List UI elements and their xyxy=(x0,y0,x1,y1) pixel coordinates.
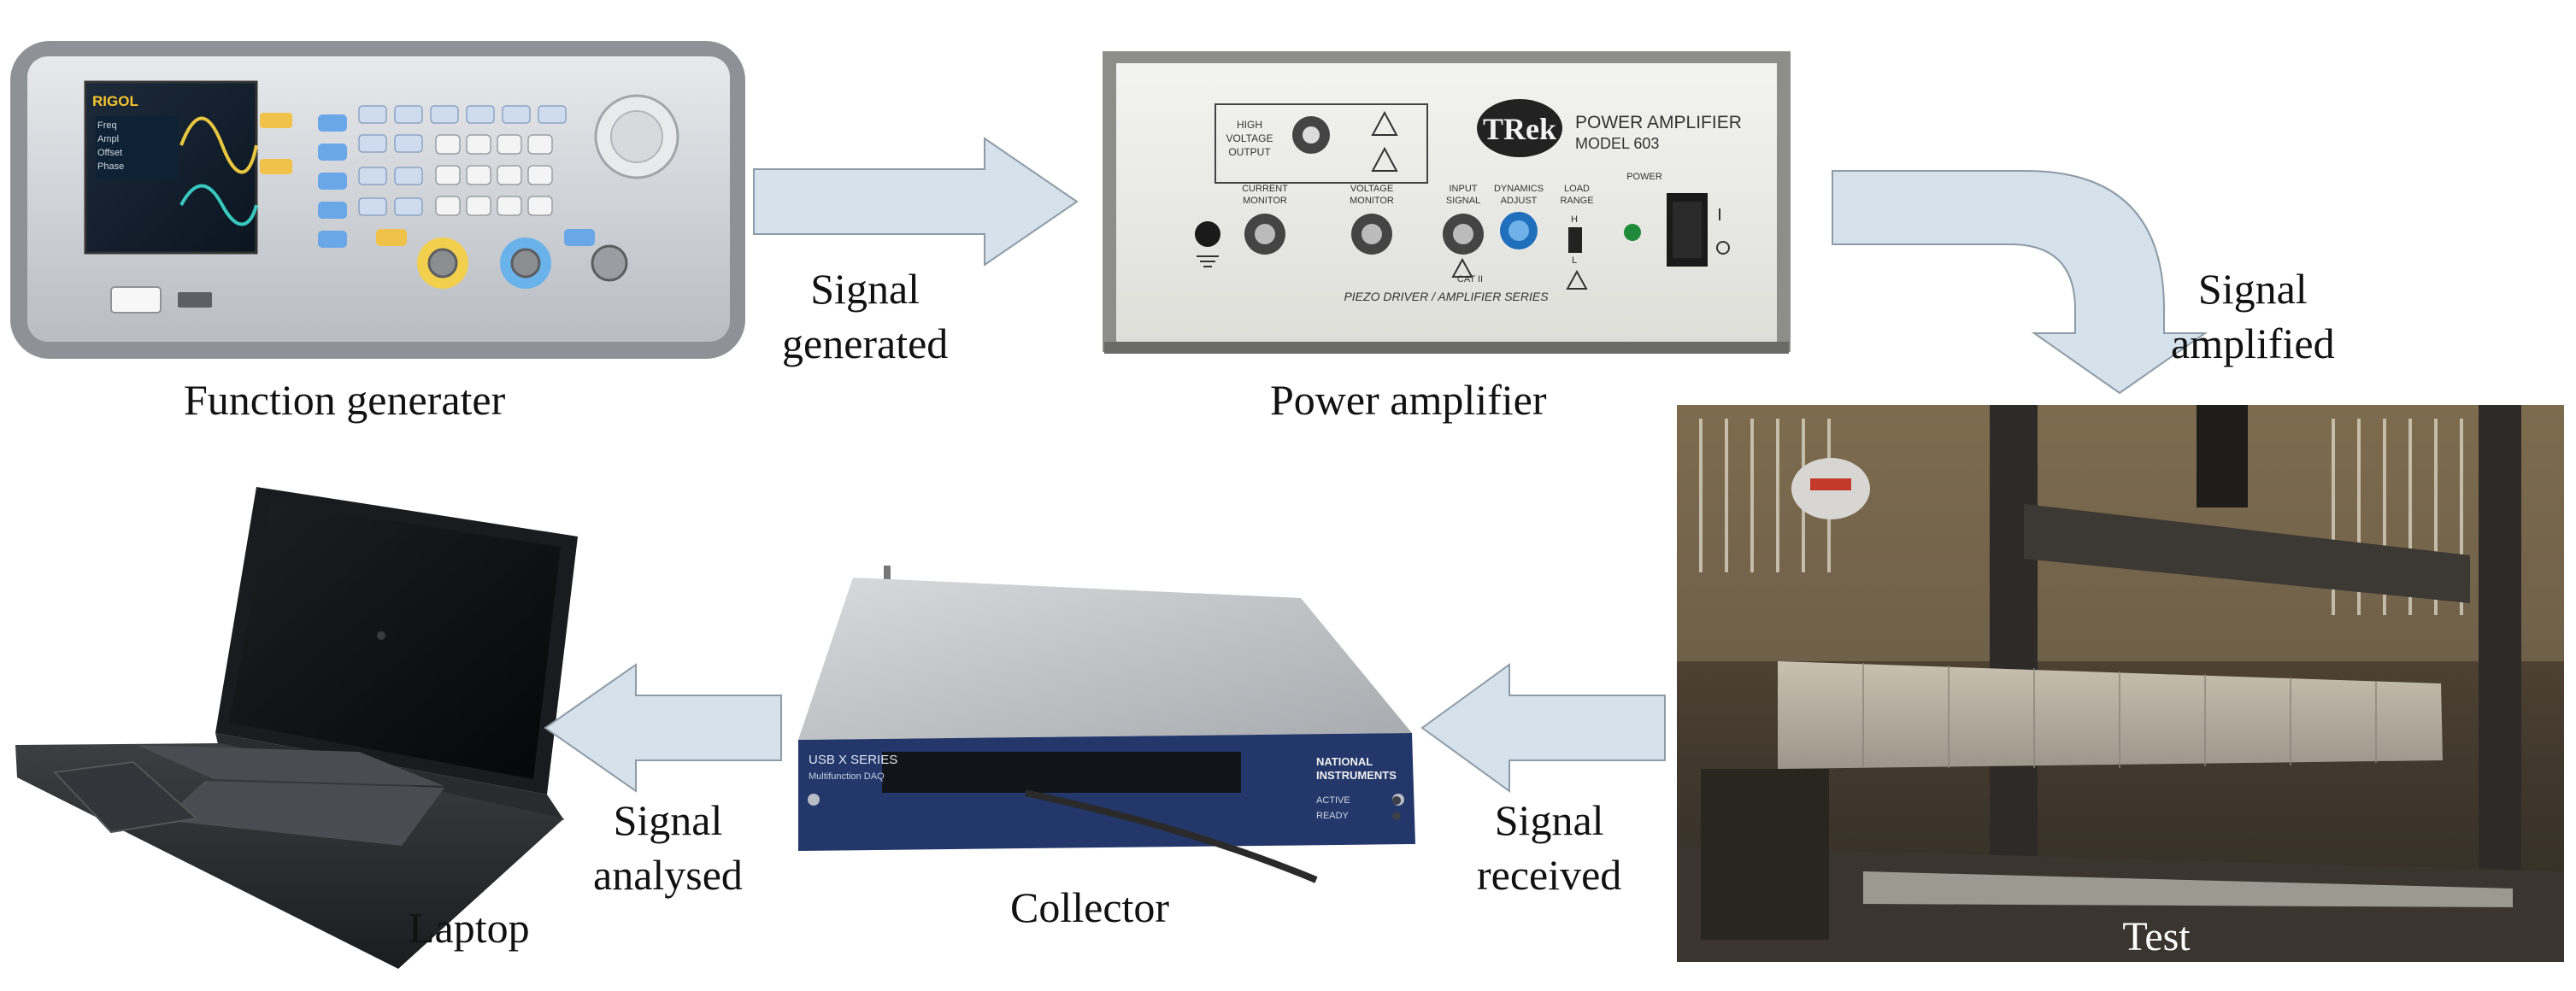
pa-input-line1: INPUT xyxy=(1450,184,1478,194)
daq-sub: Multifunction DAQ xyxy=(809,771,885,782)
pa-load-line1: LOAD xyxy=(1564,184,1590,194)
arrow-amplified xyxy=(1832,170,2208,395)
pa-load-line2: RANGE xyxy=(1560,196,1593,206)
daq-brand-line2: INSTRUMENTS xyxy=(1316,769,1397,782)
signal-generated-line2: generated xyxy=(782,320,949,367)
pa-hv-line3: OUTPUT xyxy=(1228,146,1271,158)
signal-amplified-line1: Signal xyxy=(2197,265,2308,313)
function-generator-label: Function generater xyxy=(184,376,506,424)
fg-row-offset: Offset xyxy=(97,148,122,158)
laptop-device xyxy=(15,487,578,969)
collector-device: USB X SERIES Multifunction DAQ NATIONAL … xyxy=(798,566,1415,883)
pa-current-line1: CURRENT xyxy=(1242,184,1288,194)
signal-received-line2: received xyxy=(1477,851,1622,899)
daq-active: ACTIVE xyxy=(1316,795,1350,806)
pa-dyn-line2: ADJUST xyxy=(1501,196,1538,206)
pa-voltage-line2: MONITOR xyxy=(1350,196,1394,206)
function-generator-device: RIGOL Freq Ampl Offset Phase xyxy=(10,41,745,359)
test-label: Test xyxy=(2122,914,2191,959)
fg-row-phase: Phase xyxy=(97,161,124,172)
power-amplifier-device: HIGH VOLTAGE OUTPUT TRek POWER AMPLIFIER… xyxy=(1103,51,1791,354)
laptop-label: Laptop xyxy=(409,904,530,952)
pa-current-line2: MONITOR xyxy=(1243,196,1287,206)
signal-amplified-label: Signal amplified xyxy=(2171,261,2335,371)
arrow-received xyxy=(1420,663,1666,793)
signal-analysed-line2: analysed xyxy=(593,851,743,899)
daq-series: USB X SERIES xyxy=(809,753,897,767)
signal-amplified-line2: amplified xyxy=(2171,320,2335,367)
signal-received-label: Signal received xyxy=(1477,793,1621,902)
power-amplifier-label: Power amplifier xyxy=(1270,376,1547,424)
arrow-generated xyxy=(753,137,1079,267)
signal-generated-label: Signal generated xyxy=(782,261,948,371)
pa-series: PIEZO DRIVER / AMPLIFIER SERIES xyxy=(1344,290,1549,303)
collector-label: Collector xyxy=(1010,883,1170,931)
pa-power-label: POWER xyxy=(1626,172,1662,182)
daq-ready: READY xyxy=(1316,811,1350,821)
fg-row-ampl: Ampl xyxy=(97,134,119,144)
test-photo: Test xyxy=(1677,405,2564,962)
pa-title-line2: MODEL 603 xyxy=(1575,135,1659,152)
pa-voltage-line1: VOLTAGE xyxy=(1350,184,1393,194)
pa-logo: TRek xyxy=(1483,112,1556,146)
fg-row-freq: Freq xyxy=(97,120,117,131)
pa-hv-line1: HIGH xyxy=(1237,119,1262,131)
arrow-analysed xyxy=(544,663,782,793)
pa-title-line1: POWER AMPLIFIER xyxy=(1575,113,1742,132)
signal-analysed-line1: Signal xyxy=(613,796,723,844)
signal-analysed-label: Signal analysed xyxy=(593,793,743,902)
pa-range-l: L xyxy=(1572,255,1577,266)
fg-brand: RIGOL xyxy=(92,93,138,109)
pa-input-line2: SIGNAL xyxy=(1446,196,1480,206)
signal-received-line1: Signal xyxy=(1494,796,1604,844)
pa-dyn-line1: DYNAMICS xyxy=(1494,184,1544,194)
signal-generated-line1: Signal xyxy=(810,265,920,313)
daq-brand-line1: NATIONAL xyxy=(1316,755,1373,768)
pa-hv-line2: VOLTAGE xyxy=(1226,132,1273,144)
pa-cat: CAT II xyxy=(1457,274,1483,284)
pa-range-h: H xyxy=(1571,214,1578,225)
